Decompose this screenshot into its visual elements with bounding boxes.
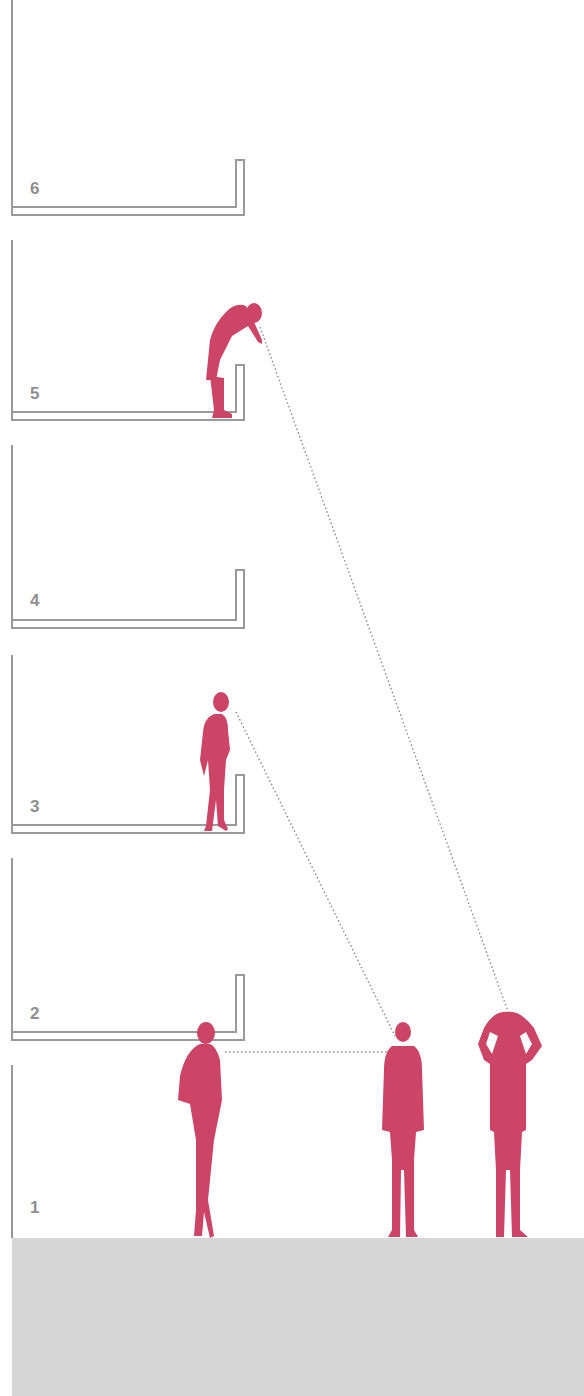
floor-2 <box>12 858 244 1040</box>
sight-lines <box>225 327 510 1052</box>
sight-line <box>236 712 395 1036</box>
floor-1-wall <box>11 1065 13 1238</box>
floor-slabs <box>12 0 244 1238</box>
person-standing <box>200 692 230 831</box>
floor-3 <box>12 655 244 833</box>
person-leaning <box>206 303 262 418</box>
floor-number: 4 <box>30 592 39 609</box>
person-woman <box>178 1022 222 1238</box>
floor-number: 1 <box>30 1199 39 1216</box>
sight-line <box>260 327 510 1017</box>
sight-line <box>225 1051 390 1052</box>
ground <box>12 1238 584 1396</box>
person-looking-up <box>478 1012 542 1237</box>
floor-number: 6 <box>30 180 39 197</box>
people <box>178 303 542 1238</box>
floor-number: 3 <box>30 798 39 815</box>
floor-5 <box>12 240 244 420</box>
floor-4 <box>12 445 244 628</box>
floor-number: 5 <box>30 385 39 402</box>
person-man <box>382 1022 424 1237</box>
floor-number: 2 <box>30 1005 39 1022</box>
floor-6 <box>12 0 244 215</box>
